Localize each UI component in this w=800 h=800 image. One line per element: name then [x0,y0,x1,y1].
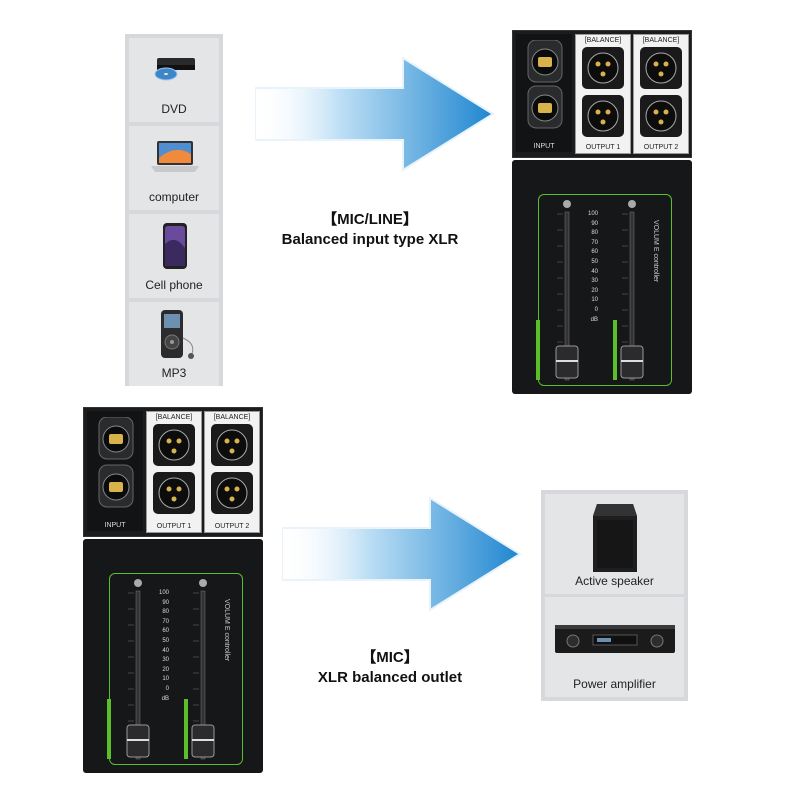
input-label: INPUT [533,143,555,150]
scale-label: 40 [591,268,598,275]
smartphone-icon [163,223,187,269]
laptop-icon [151,141,199,172]
destination-devices-panel: Active speaker Power amplifier [541,490,688,701]
scale-label: 80 [591,230,598,237]
scale-label: 60 [162,628,169,635]
output1-jacks: [BALANCE] OUTPUT 1 [146,411,202,533]
db-scale: 100 90 80 70 60 50 40 30 20 10 0 dB [153,589,169,704]
scale-label: 10 [162,676,169,683]
input-jacks: INPUT [516,34,572,152]
output-caption-title: 【MIC】 [361,649,419,666]
output2-jacks: [BALANCE] OUTPUT 2 [633,34,689,154]
scale-label: 20 [162,666,169,673]
fader-body: 100 90 80 70 60 50 40 30 20 10 0 dB VOLU… [83,539,263,773]
scale-label: 100 [587,211,598,217]
source-dvd: DVD [129,38,219,122]
scale-label: 50 [162,637,169,644]
scale-label: 70 [162,618,169,625]
scale-label: 100 [158,590,169,596]
fader-tracks [126,579,215,760]
source-mp3: MP3 [129,302,219,386]
amplifier-icon [555,625,675,653]
scale-label: 0 [594,306,598,313]
scale-label: 30 [591,278,598,285]
destination-label: Power amplifier [573,677,656,691]
connector-panel: INPUT [BALANCE] OUTPUT 1 [BALANCE] [83,407,263,537]
output2-label: OUTPUT 2 [214,523,250,530]
source-label: computer [148,190,200,204]
source-devices-panel: DVD computer Cell phone MP3 [125,34,223,386]
source-label: Cell phone [145,278,203,292]
fader-frame [109,573,243,765]
fader-tracks [555,200,644,381]
xlr-jack-icon [153,424,195,514]
source-computer: computer [129,126,219,210]
scale-label: 90 [591,220,598,227]
volume-controller-label: VOLUM E controller [652,220,659,283]
mp3-player-icon [161,310,194,359]
scale-label: 70 [591,239,598,246]
source-cell-phone: Cell phone [129,214,219,298]
scale-label: dB [590,316,598,323]
input-jacks: INPUT [87,411,143,531]
scale-label: 40 [162,647,169,654]
input-caption-title: 【MIC/LINE】 [322,211,418,228]
scale-label: 60 [591,249,598,256]
balance-label: [BALANCE] [213,414,251,421]
scale-label: 80 [162,609,169,616]
output2-label: OUTPUT 2 [643,144,679,151]
xlr-jack-icon [582,47,624,137]
combo-jack-icon [527,40,563,129]
accent-strip [184,699,188,759]
scale-label: 50 [591,258,598,265]
output1-label: OUTPUT 1 [156,523,192,530]
xlr-jack-icon [211,424,253,514]
output2-jacks: [BALANCE] OUTPUT 2 [204,411,260,533]
destination-power-amplifier: Power amplifier [545,597,684,697]
input-caption: 【MIC/LINE】 Balanced input type XLR [250,210,490,250]
connector-panel: INPUT [BALANCE] OUTPUT 1 [BALANCE] [512,30,692,158]
fader-body: 100 90 80 70 60 50 40 30 20 10 0 dB VOLU… [512,160,692,394]
destination-label: Active speaker [575,574,654,588]
accent-strip [536,320,540,380]
balance-label: [BALANCE] [155,414,193,421]
balance-label: [BALANCE] [584,37,622,44]
scale-label: 20 [591,287,598,294]
destination-active-speaker: Active speaker [545,494,684,594]
output-caption: 【MIC】 XLR balanced outlet [270,648,510,688]
db-scale: 100 90 80 70 60 50 40 30 20 10 0 dB [582,210,598,325]
scale-label: 30 [162,657,169,664]
dvd-player-icon [154,58,195,81]
speaker-icon [593,504,637,572]
source-label: MP3 [161,366,187,380]
output1-label: OUTPUT 1 [585,144,621,151]
scale-label: 0 [165,685,169,692]
source-label: DVD [161,102,187,116]
output1-jacks: [BALANCE] OUTPUT 1 [575,34,631,154]
input-caption-subtitle: Balanced input type XLR [281,231,459,248]
volume-controller-label: VOLUM E controller [223,599,230,662]
scale-label: 10 [591,297,598,304]
balance-label: [BALANCE] [642,37,680,44]
combo-jack-icon [98,417,134,508]
mixer-device-bottom: INPUT [BALANCE] OUTPUT 1 [BALANCE] [83,407,263,773]
scale-label: 90 [162,599,169,606]
xlr-jack-icon [640,47,682,137]
input-arrow-icon [255,56,495,172]
accent-strip [107,699,111,759]
accent-strip [613,320,617,380]
mixer-device-top: INPUT [BALANCE] OUTPUT 1 [BALANCE] [512,30,692,394]
output-caption-subtitle: XLR balanced outlet [317,669,463,686]
fader-frame [538,194,672,386]
input-label: INPUT [104,522,126,529]
scale-label: dB [161,695,169,702]
output-arrow-icon [282,496,522,612]
